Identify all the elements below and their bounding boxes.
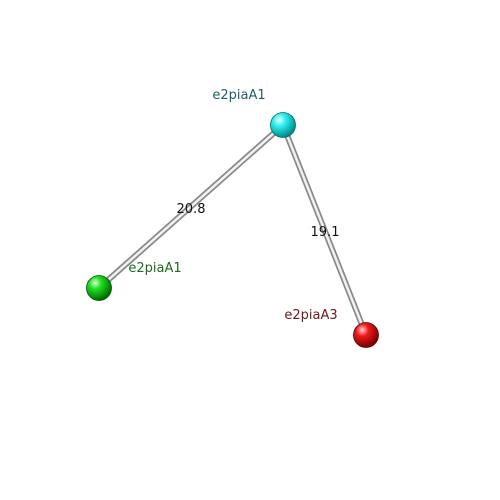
node-label-n1: e2piaA1 [212, 88, 265, 103]
node-label-n3: e2piaA3 [284, 308, 337, 323]
edge-n1-n3 [280, 122, 369, 338]
node-e2piaA3-red[interactable] [353, 322, 379, 348]
node-e2piaA1-cyan[interactable] [270, 112, 296, 138]
edge-label-n1-n3: 19.1 [311, 225, 340, 240]
edge-label-n1-n2: 20.8 [177, 202, 206, 217]
node-label-n2: e2piaA1 [128, 261, 181, 276]
edge-n1-n2 [96, 122, 286, 291]
node-e2piaA1-green[interactable] [86, 275, 112, 301]
